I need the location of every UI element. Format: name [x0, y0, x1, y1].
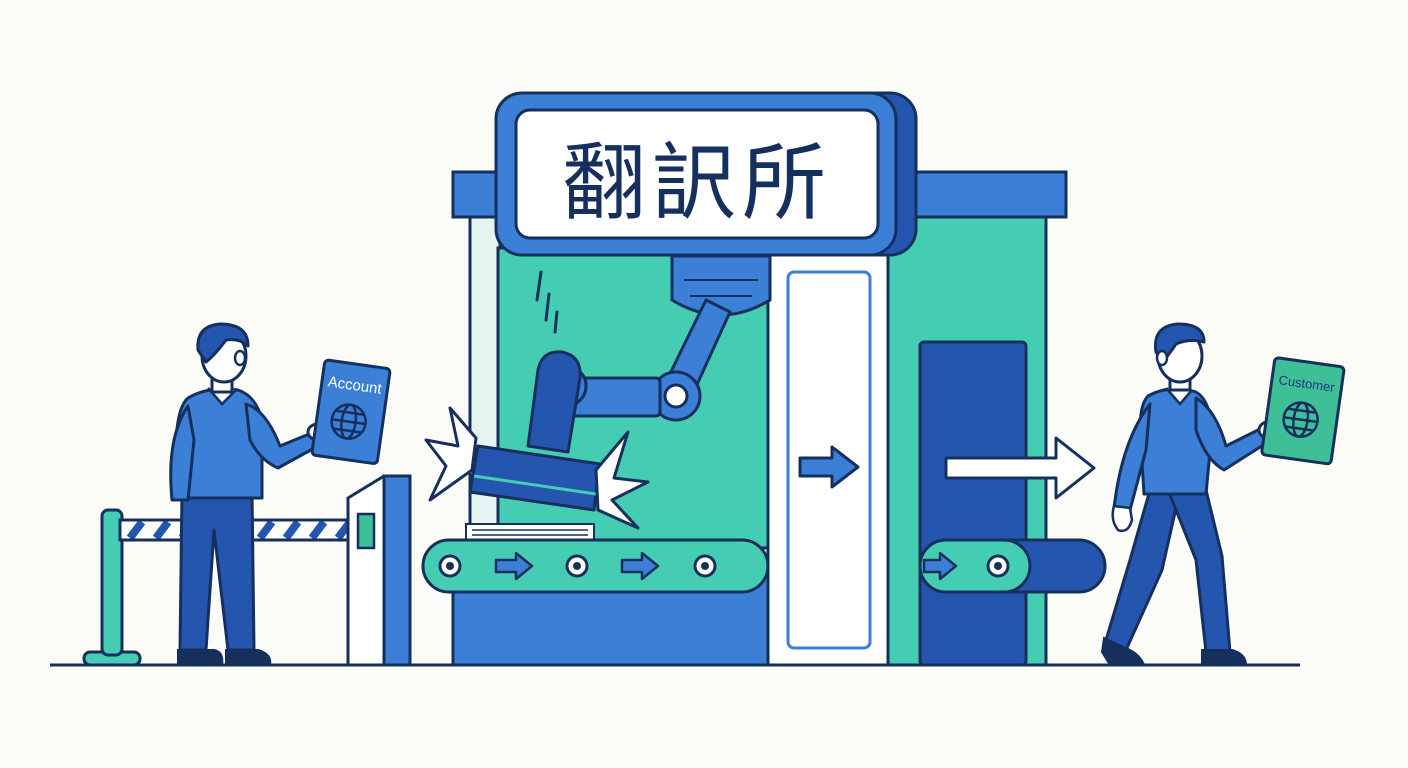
sign-title: 翻訳所 [562, 134, 832, 232]
impact-burst-right [594, 430, 650, 530]
belt-arrow-icon [494, 551, 534, 581]
conveyor-belt [421, 538, 1107, 594]
booth-roof-right [898, 170, 1068, 219]
customer-document: Customer [1260, 356, 1346, 466]
exit-arrow-icon [944, 436, 1096, 500]
right-person [1100, 322, 1279, 666]
belt-arrow-icon [620, 551, 660, 581]
impact-burst-left [424, 406, 478, 502]
door-arrow-icon [798, 445, 860, 489]
globe-icon [1282, 401, 1319, 438]
sign-board: 翻訳所 [494, 91, 918, 257]
globe-icon [330, 403, 367, 440]
stamp-icon [468, 444, 602, 512]
exit-doorway [918, 340, 1028, 667]
belt-arrow-icon [922, 551, 958, 581]
account-document: Account [310, 358, 392, 465]
paper-stack [465, 523, 595, 541]
robotic-arm [468, 254, 772, 512]
left-person [169, 322, 330, 666]
